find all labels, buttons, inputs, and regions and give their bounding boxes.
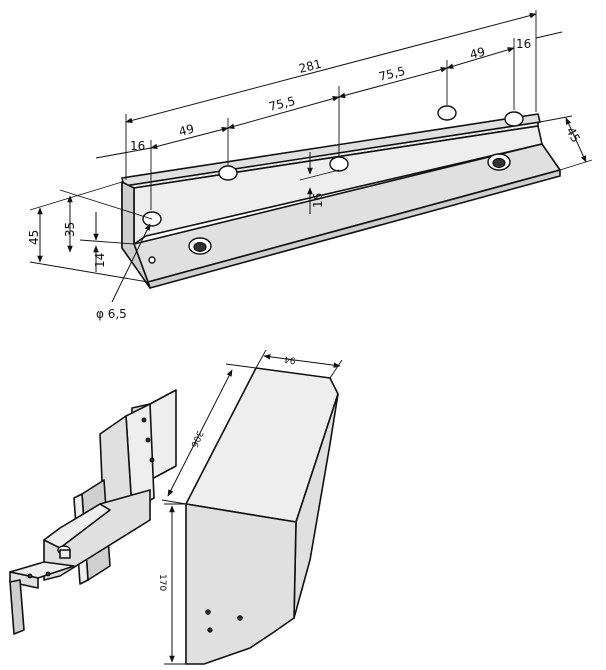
cover-screw-2 [237,615,243,621]
holder-base-top [43,503,111,549]
cover-dimension-lines [161,349,343,665]
dim-edge-right: 16 [516,37,531,51]
dim-cover-length: 306 [188,429,204,449]
cover-screw-1 [205,609,211,615]
bracket-hole-5 [504,111,524,127]
dim-hole-offset: 14 [93,253,107,268]
bracket-hole-2 [218,165,238,181]
holder-screw-1 [141,417,147,423]
bracket-small-hole [148,256,156,264]
holder-screw-5 [45,571,51,577]
holder-foot-vertical [9,579,25,635]
bracket-hole-4 [437,105,457,121]
dim-flange-height: 45 [27,230,41,245]
holder-back-plate [149,389,177,481]
holder-screw-2 [145,437,151,443]
dim-spacing-d: 49 [468,45,486,62]
bracket-hole-3 [329,156,349,172]
dim-cover-height: 170 [157,574,167,591]
holder-screw-3 [149,457,155,463]
assembled-holder [9,389,177,635]
bracket-countersunk-hole-1-inner [193,241,207,253]
dim-hole-diameter: φ 6,5 [96,307,127,321]
dim-center-height: 16 [311,193,325,208]
dim-spacing-c: 75,5 [377,64,406,84]
dim-cover-width: 94 [283,353,296,365]
bracket-countersunk-hole-2-inner [492,157,506,169]
dim-overall-length: 281 [297,57,323,76]
bracket-dimension-lines [29,10,593,303]
dim-hole-line: 35 [63,222,77,237]
dim-flange-depth: 45 [563,125,583,145]
bracket-dimension-labels: 281 16 49 75,5 75,5 49 16 45 45 35 14 16… [27,37,583,321]
dim-spacing-a: 49 [177,122,195,139]
holder-pin-body [59,549,71,559]
cover-block [185,367,339,665]
dim-spacing-b: 75,5 [267,94,296,114]
holder-screw-4 [27,573,33,579]
dim-edge-left: 16 [130,139,145,153]
cover-front-face [185,503,297,665]
cover-screw-3 [207,627,213,633]
